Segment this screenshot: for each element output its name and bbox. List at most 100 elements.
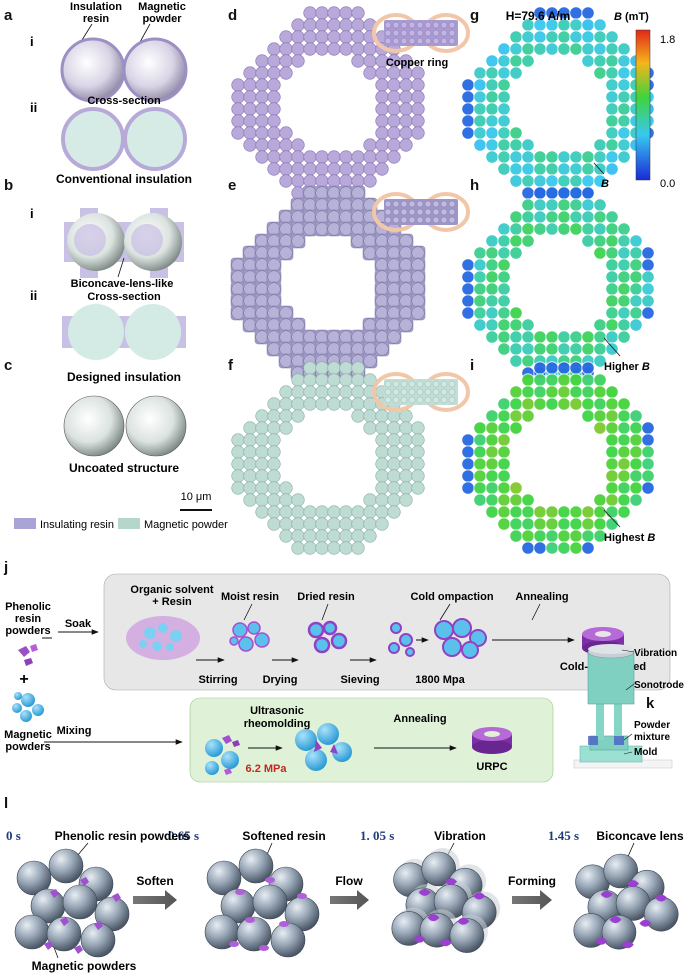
ring-particle	[339, 30, 353, 44]
field-map-cell	[629, 234, 643, 248]
magnetic-sphere	[270, 922, 306, 958]
ring-particle	[411, 126, 425, 140]
ring-particle	[267, 90, 281, 104]
ring-particle	[291, 505, 305, 519]
field-map-cell	[509, 126, 523, 140]
ring-particle	[243, 246, 257, 260]
field-map-cell	[497, 397, 511, 411]
field-map-cell	[497, 409, 511, 423]
j-phenolic-3: powders	[5, 625, 50, 637]
field-map-cell	[473, 469, 487, 483]
field-map-cell	[485, 114, 499, 128]
ring-particle	[267, 397, 281, 411]
compacted-particles-icon	[434, 618, 487, 659]
ring-particle	[375, 294, 389, 308]
ring-particle	[255, 318, 269, 332]
field-map-cell	[605, 126, 619, 140]
ring-particle	[375, 150, 389, 164]
magnetic-sphere	[238, 848, 274, 884]
ring-particle	[279, 222, 293, 236]
ring-particle	[291, 198, 305, 212]
field-map-cell	[629, 433, 643, 447]
field-map-cell	[557, 210, 571, 224]
ring-particle	[315, 529, 329, 543]
ring-particle	[351, 54, 365, 68]
magnetic-sphere	[46, 916, 82, 952]
ring-particle	[231, 78, 245, 92]
field-map-cell	[485, 138, 499, 152]
field-map-cell	[497, 342, 511, 356]
ring-particle	[387, 270, 401, 284]
field-map-cell	[521, 373, 535, 387]
ring-particle	[231, 469, 245, 483]
ring-particle	[291, 342, 305, 356]
ring-particle	[351, 409, 365, 423]
ring-particle	[243, 270, 257, 284]
field-map-cell	[545, 162, 559, 176]
ring-particle	[255, 66, 269, 80]
field-map-cell	[581, 505, 595, 519]
field-map-cell	[617, 126, 631, 140]
field-map-cell	[641, 433, 655, 447]
field-map-cell	[485, 481, 499, 495]
j-plus: +	[19, 671, 28, 688]
ring-particle	[315, 385, 329, 399]
field-map-cell	[569, 186, 583, 200]
ring-particle	[363, 318, 377, 332]
field-map-cell	[545, 186, 559, 200]
field-map-cell	[521, 54, 535, 68]
ring-particle	[363, 234, 377, 248]
ring-particle	[255, 421, 269, 435]
field-map-cell	[509, 246, 523, 260]
ring-particle	[255, 90, 269, 104]
field-map-cell	[569, 174, 583, 188]
field-map-cell	[605, 66, 619, 80]
ring-particle	[375, 138, 389, 152]
panel-label-h: h	[470, 177, 479, 194]
field-map-cell	[497, 54, 511, 68]
ring-particle	[315, 517, 329, 531]
l-time-1: 0.65 s	[168, 828, 199, 843]
field-map-cell	[509, 66, 523, 80]
ring-particle	[315, 18, 329, 32]
field-map-cell	[521, 234, 535, 248]
field-map-cell	[497, 306, 511, 320]
field-map-cell	[533, 186, 547, 200]
ring-particle	[411, 270, 425, 284]
ring-particle	[327, 373, 341, 387]
sieved-particles-icon	[388, 622, 415, 657]
field-map-cell	[509, 517, 523, 531]
field-map-cell	[521, 210, 535, 224]
field-map-cell	[581, 210, 595, 224]
ring-particle	[339, 517, 353, 531]
field-map-cell	[533, 162, 547, 176]
field-map-cell	[593, 421, 607, 435]
field-map-cell	[509, 330, 523, 344]
ring-particle	[243, 294, 257, 308]
field-map-cell	[617, 505, 631, 519]
field-map-cell	[461, 445, 475, 459]
ring-particle	[267, 222, 281, 236]
ring-particle	[399, 282, 413, 296]
ring-particle	[399, 138, 413, 152]
field-map-cell	[581, 18, 595, 32]
ring-particle	[303, 198, 317, 212]
rheomolded-particles-icon	[295, 723, 352, 771]
field-map-cell	[461, 270, 475, 284]
field-map-cell	[617, 421, 631, 435]
field-map-cell	[557, 198, 571, 212]
ring-particle	[327, 541, 341, 555]
ring-particle	[339, 198, 353, 212]
ring-particle	[375, 282, 389, 296]
field-map-cell	[497, 481, 511, 495]
field-map-cell	[545, 361, 559, 375]
magnetic-sphere	[62, 884, 98, 920]
ring-particle	[279, 421, 293, 435]
field-map-cell	[569, 330, 583, 344]
field-map-cell	[509, 30, 523, 44]
ring-particle	[375, 90, 389, 104]
field-map-cell	[473, 421, 487, 435]
field-map-cell	[629, 493, 643, 507]
b-caption: Designed insulation	[67, 370, 181, 384]
ring-particle	[411, 294, 425, 308]
